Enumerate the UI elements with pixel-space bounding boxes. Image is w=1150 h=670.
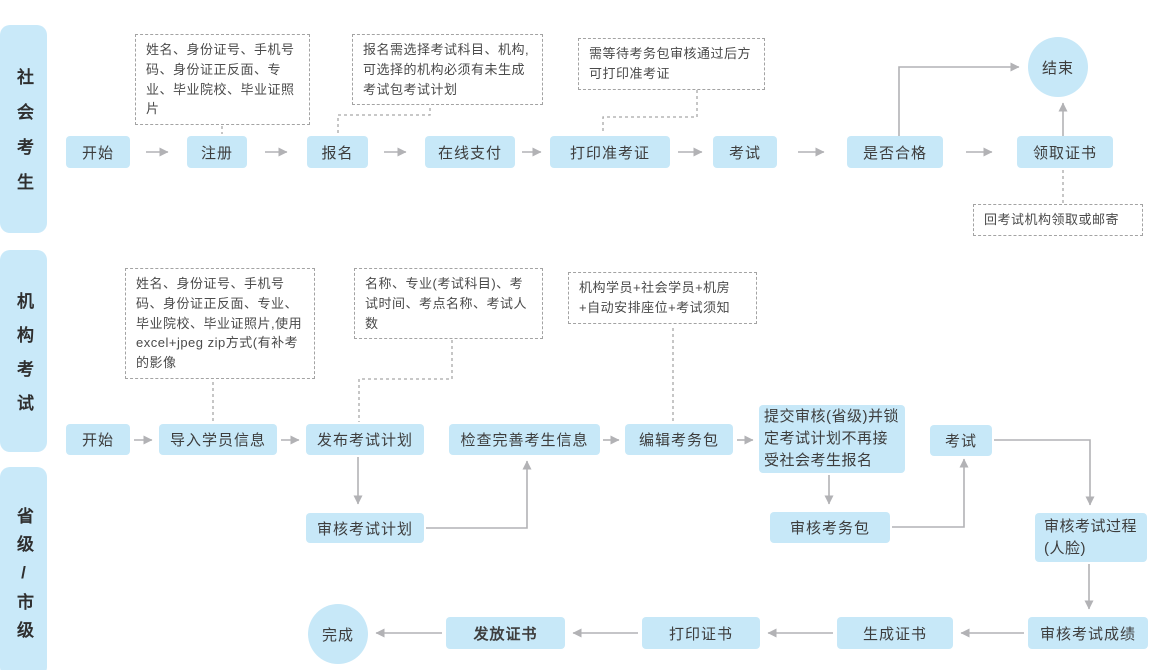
node-inst-import-students: 导入学员信息 [159,424,277,455]
note-publish-plan-requirements: 名称、专业(考试科目)、考试时间、考点名称、考试人数 [354,268,543,340]
review-process-line2: (人脸) [1044,539,1086,557]
node-prov-review-plan: 审核考试计划 [306,513,424,543]
node-prov-done: 完成 [308,604,368,664]
node-social-pay-online: 在线支付 [425,136,515,168]
node-prov-print-cert: 打印证书 [642,617,760,649]
node-social-pass-check: 是否合格 [847,136,943,168]
arrow-exam-reviewprocess [994,439,1095,506]
note-register-requirements: 姓名、身份证号、手机号码、身份证正反面、专业、毕业院校、毕业证照片 [135,34,310,125]
node-social-end: 结束 [1028,37,1088,97]
lane-label: 省级/市级 [14,506,33,649]
node-prov-generate-cert: 生成证书 [837,617,953,649]
lane-institution-exam: 机构考试 [0,250,47,452]
dashed-note-print [602,90,698,134]
dashed-note-publish [358,334,453,422]
review-process-line1: 审核考试过程 [1044,517,1138,535]
node-inst-publish-plan: 发布考试计划 [306,424,424,455]
note-import-students-requirements: 姓名、身份证号、手机号码、身份证正反面、专业、毕业院校、毕业证照片,使用exce… [125,268,315,379]
note-receive-cert-method: 回考试机构领取或邮寄 [973,204,1143,236]
node-inst-exam: 考试 [930,425,992,456]
arrow-reviewplan-check [426,460,532,529]
lane-label: 机构考试 [14,291,33,428]
node-inst-submit-review: 提交审核(省级)并锁定考试计划不再接受社会考生报名 [759,405,905,473]
node-prov-review-process: 审核考试过程 (人脸) [1035,513,1147,562]
node-prov-review-package: 审核考务包 [770,512,890,543]
node-social-receive-cert: 领取证书 [1017,136,1113,168]
node-prov-issue-cert: 发放证书 [446,617,565,649]
node-social-register: 注册 [187,136,247,168]
note-print-admission-requirements: 需等待考务包审核通过后方可打印准考证 [578,38,765,90]
note-enroll-requirements: 报名需选择考试科目、机构,可选择的机构必须有未生成考试包考试计划 [352,34,543,106]
node-social-print-admission: 打印准考证 [550,136,670,168]
node-prov-review-scores: 审核考试成绩 [1028,617,1148,649]
node-inst-check-candidate-info: 检查完善考生信息 [449,424,600,455]
node-social-start: 开始 [66,136,130,168]
lane-label: 社会考生 [14,68,33,208]
lane-provincial-municipal: 省级/市级 [0,467,47,670]
lane-social-candidates: 社会考生 [0,25,47,233]
node-inst-start: 开始 [66,424,130,455]
node-social-exam: 考试 [713,136,777,168]
note-edit-package-contents: 机构学员+社会学员+机房+自动安排座位+考试须知 [568,272,757,324]
node-social-enroll: 报名 [307,136,368,168]
node-inst-edit-exam-package: 编辑考务包 [625,424,733,455]
arrow-pass-end [898,62,1020,136]
